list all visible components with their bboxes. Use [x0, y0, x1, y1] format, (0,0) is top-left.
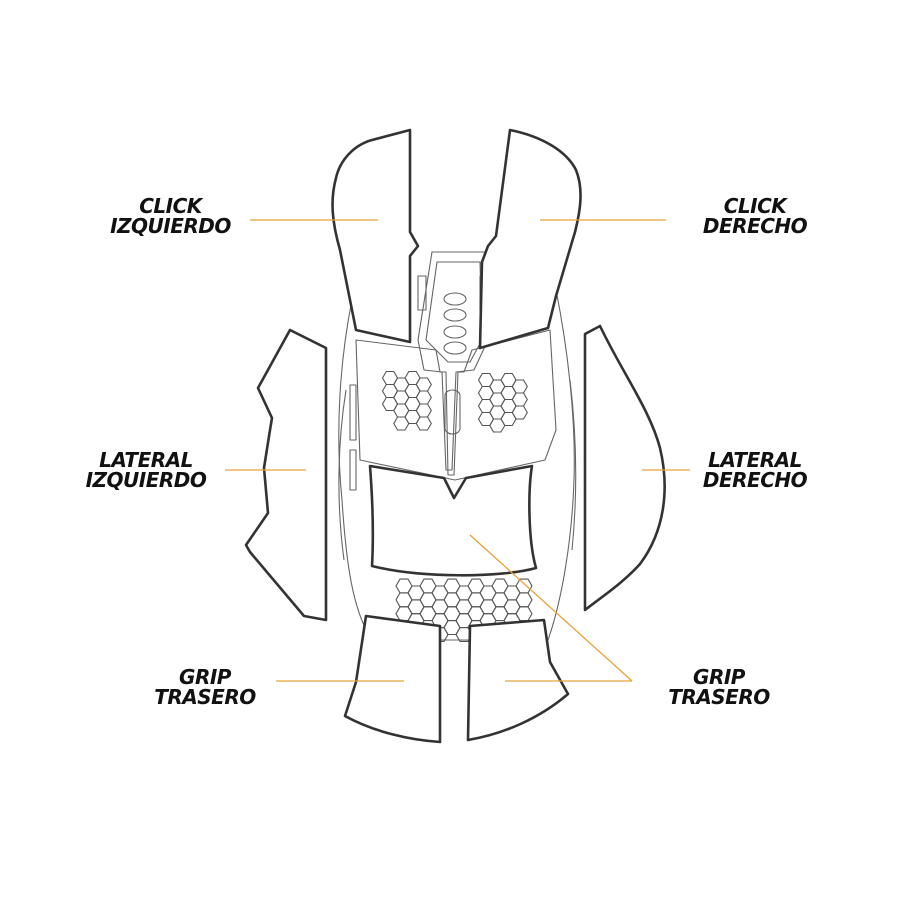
mouse-right-edge	[569, 379, 577, 551]
label-right-side-line1: LATERAL	[708, 448, 802, 472]
left-side-buttons	[349, 384, 357, 491]
right-side-grip[interactable]	[583, 324, 666, 612]
left-rail	[417, 275, 427, 311]
leader-lines	[225, 219, 690, 682]
leader-center-grip	[469, 534, 633, 682]
label-left-side-line1: LATERAL	[99, 448, 193, 472]
scroll-wheel	[443, 292, 467, 355]
label-right-click: CLICK DERECHO	[690, 196, 820, 236]
label-rear-left-line1: GRIP	[179, 665, 231, 689]
hex-cell	[515, 578, 533, 594]
hex-cell	[515, 606, 533, 622]
label-rear-right-line1: GRIP	[693, 665, 745, 689]
label-rear-right: GRIP TRASERO	[654, 667, 784, 707]
hex-cell	[511, 405, 528, 420]
center-spine	[417, 251, 489, 471]
hex-cell	[415, 416, 432, 431]
label-left-side-line2: IZQUIERDO	[85, 468, 207, 492]
left-side-grip[interactable]	[244, 328, 328, 622]
hex-pattern-top-right	[477, 372, 528, 433]
mouse-left-edge	[338, 389, 347, 561]
right-click-grip[interactable]	[478, 128, 582, 350]
hex-cell	[415, 377, 432, 392]
hex-cell	[511, 392, 528, 407]
center-back-grip[interactable]	[368, 464, 538, 577]
top-shell-lower	[355, 329, 557, 481]
wheel-ridge	[443, 308, 467, 322]
sensor-slot	[444, 389, 461, 435]
label-right-click-line1: CLICK	[723, 194, 787, 218]
label-left-click-line2: IZQUIERDO	[110, 214, 231, 238]
hex-cell	[515, 592, 533, 608]
label-left-click: CLICK IZQUIERDO	[98, 196, 243, 236]
hex-cell	[511, 379, 528, 394]
label-rear-left: GRIP TRASERO	[140, 667, 270, 707]
label-right-click-line2: DERECHO	[702, 214, 808, 238]
wheel-ridge	[443, 341, 467, 355]
hex-pattern-top-left	[381, 370, 432, 431]
label-rear-left-line2: TRASERO	[154, 685, 256, 709]
center-channel	[425, 261, 483, 363]
hex-cell	[415, 403, 432, 418]
rear-grip-right[interactable]	[466, 618, 570, 742]
label-rear-right-line2: TRASERO	[668, 685, 770, 709]
label-right-side: LATERAL DERECHO	[690, 450, 820, 490]
hex-cell	[415, 390, 432, 405]
label-left-click-line1: CLICK	[139, 194, 202, 218]
label-left-side: LATERAL IZQUIERDO	[72, 450, 220, 490]
wheel-ridge	[443, 292, 467, 306]
label-right-side-line2: DERECHO	[702, 468, 808, 492]
left-click-grip[interactable]	[331, 128, 420, 344]
rear-grip-left[interactable]	[343, 614, 442, 744]
wheel-ridge	[443, 325, 467, 339]
